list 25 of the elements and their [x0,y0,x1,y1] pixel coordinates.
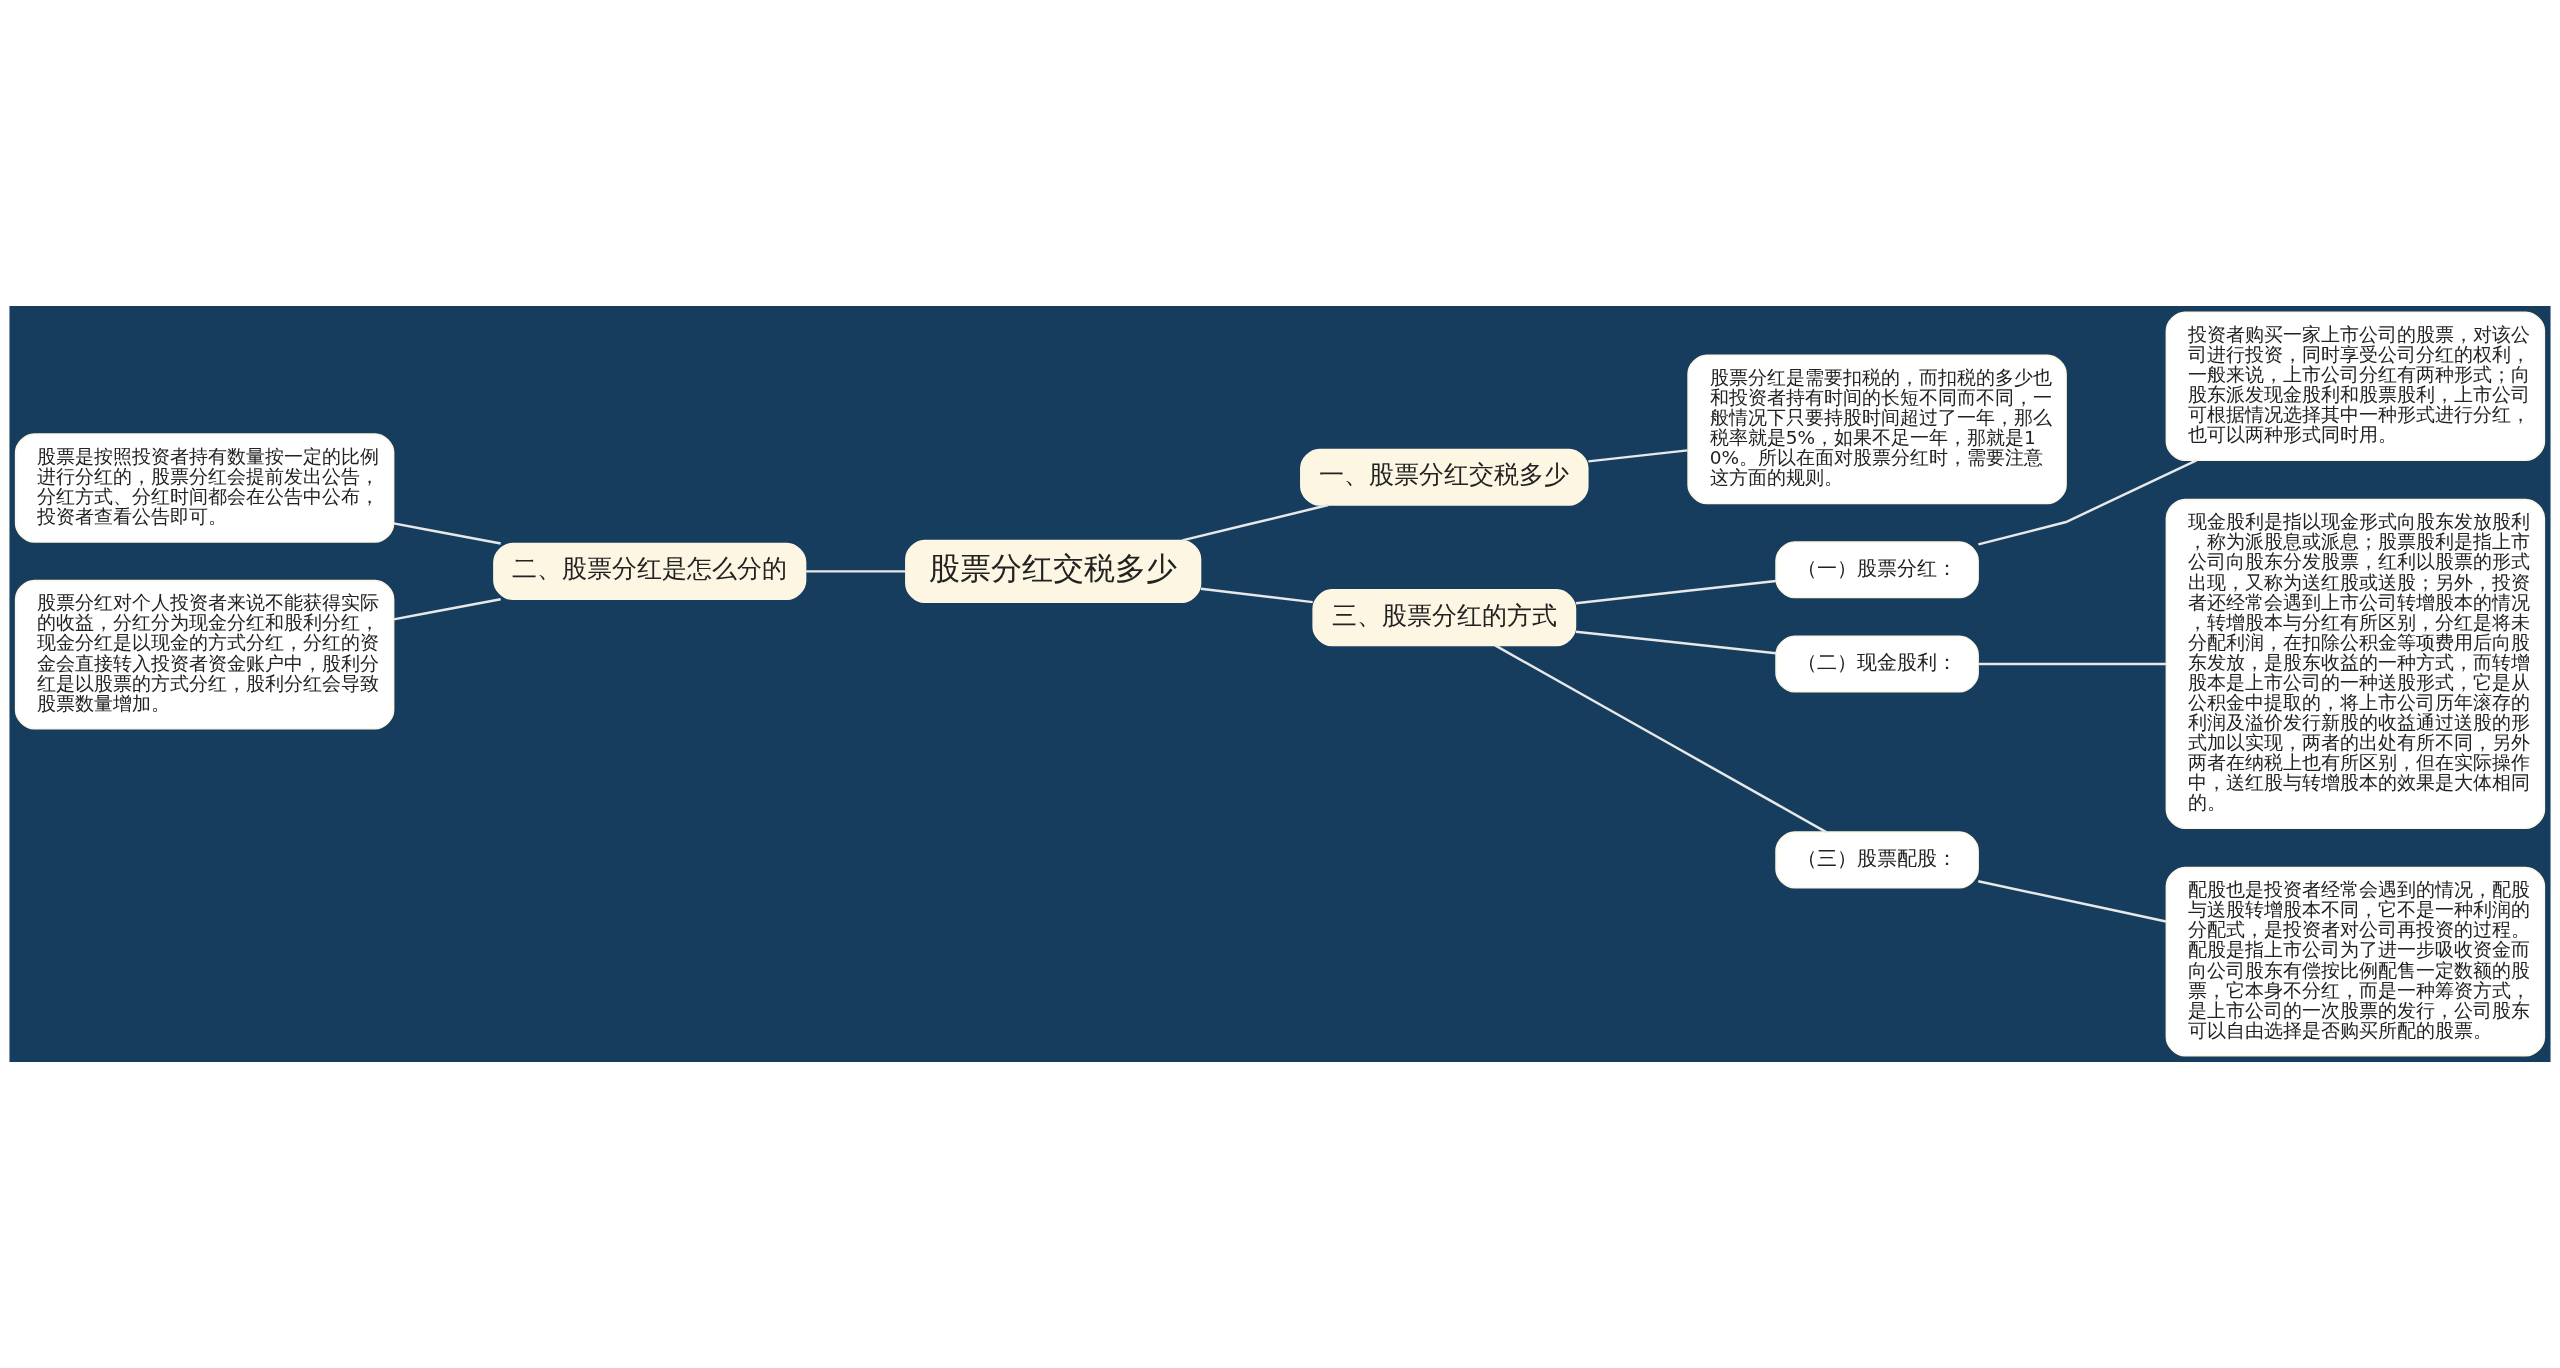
connector [1494,644,1827,834]
connector [393,597,501,621]
connector [1978,662,2167,666]
node-box: 股票分红对个人投资者来说不能获得实际的收益，分红分为现金分红和股利分红，现金分红是以现金的方式分红，分红的资金会直接转入投资者资金账户中，股利分红是以股票的方式分红，股利分红会导致股票数量增加。 [14,579,395,730]
connector [1575,630,1777,655]
node-box: 股票分红是需要扣税的，而扣税的多少也和投资者持有时间的长短不同而不同，一般情况下只要持股时间超过了一年，那么税率就是5%，如果不足一年，那就是10%。所以在面对股票分红时，需要注意这方面的规则。 [1687,354,2067,505]
node-box: 配股也是投资者经常会遇到的情况，配股与送股转增股本不同，它不是一种利润的分配式，是投资者对公司再投资的过程。配股是指上市公司为了进一步吸收资金而向公司股东有偿按比例配售一定数额的股票，它本身不分红，而是一种筹资方式，是上市公司的一次股票的发行，公司股东可以自由选择是否购买所配的股票。 [2165,866,2546,1057]
connector [806,570,906,573]
node-box: （二）现金股利： [1775,635,1979,693]
node-box: （一）股票分红： [1775,541,1979,599]
node-box: （三）股票配股： [1775,831,1979,889]
node-box: 三、股票分红的方式 [1312,589,1577,647]
node-box: 股票分红交税多少 [905,539,1202,603]
connector [1978,459,2197,546]
connector [1200,587,1313,604]
connector [1182,503,1329,542]
node-box: 一、股票分红交税多少 [1300,448,1589,506]
connector [393,522,501,545]
connector [1978,880,2167,923]
node-box: 投资者购买一家上市公司的股票，对该公司进行投资，同时享受公司分红的权利，一般来说，上市公司分红有两种形式；向股东派发现金股利和股票股利，上市公司可根据情况选择其中一种形式进行分红，也可以两种形式同时用。 [2165,311,2546,462]
node-box: 现金股利是指以现金形式向股东发放股利，称为派股息或派息；股票股利是指上市公司向股东分发股票，红利以股票的形式出现，又称为送红股或送股；另外，投资者还经常会遇到上市公司转增股本的情况，转增股本与分红有所区别，分红是将未分配利润，在扣除公积金等项费用后向股东发放，是股东收益的一种方式，而转增股本是上市公司的一种送股形式，它是从公积金中提取的，将上市公司历年滚存的利润及溢价发行新股的收益通过送股的形式加以实现，两者的出处有所不同，另外两者在纳税上也有所区别，但在实际操作中，送红股与转增股本的效果是大体相同的。 [2165,498,2546,830]
node-box: 股票是按照投资者持有数量按一定的比例进行分红的，股票分红会提前发出公告，分红方式、分红时间都会在公告中公布，投资者查看公告即可。 [14,433,395,543]
node-box: 二、股票分红是怎么分的 [493,542,807,600]
connector [1575,579,1777,605]
connector [1588,449,1688,463]
